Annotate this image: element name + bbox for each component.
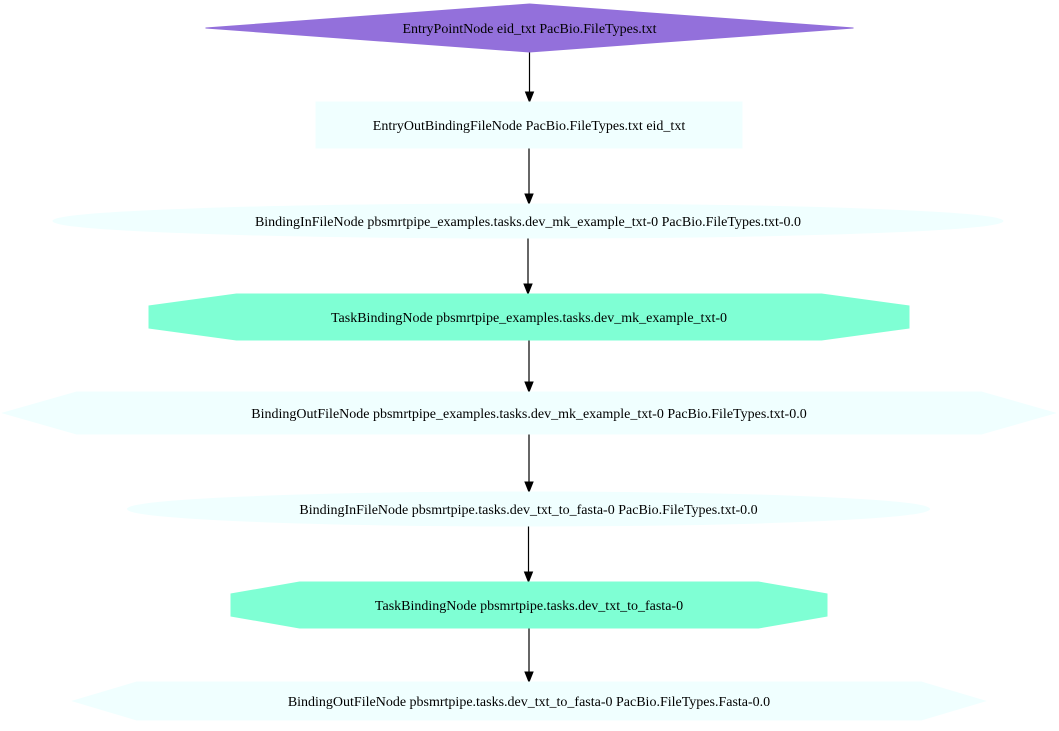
arrowhead bbox=[523, 283, 533, 296]
edge-task-binding-1-to-binding-out-1 bbox=[524, 340, 534, 394]
edge-entry-point-to-entry-out-binding bbox=[524, 52, 535, 104]
diamond-shape bbox=[205, 3, 854, 53]
node-label: TaskBindingNode pbsmrtpipe.tasks.dev_txt… bbox=[375, 599, 683, 614]
nodes-layer: EntryPointNode eid_txt PacBio.FileTypes.… bbox=[1, 3, 1057, 721]
edge-binding-in-1-to-task-binding-1 bbox=[523, 238, 533, 296]
node-label: EntryOutBindingFileNode PacBio.FileTypes… bbox=[373, 119, 686, 134]
edge-task-binding-2-to-binding-out-2 bbox=[524, 628, 534, 684]
hexagon-shape bbox=[1, 391, 1057, 435]
octagon-shape bbox=[230, 581, 828, 629]
node-entry-out-binding: EntryOutBindingFileNode PacBio.FileTypes… bbox=[315, 101, 743, 149]
ellipse-shape bbox=[127, 491, 930, 527]
rect-shape bbox=[315, 101, 743, 149]
arrowhead bbox=[524, 91, 535, 104]
node-task-binding-1: TaskBindingNode pbsmrtpipe_examples.task… bbox=[148, 293, 910, 341]
node-label: BindingInFileNode pbsmrtpipe_examples.ta… bbox=[255, 215, 801, 230]
node-label: BindingInFileNode pbsmrtpipe.tasks.dev_t… bbox=[299, 503, 757, 518]
hexagon-shape bbox=[71, 681, 987, 721]
node-binding-in-2: BindingInFileNode pbsmrtpipe.tasks.dev_t… bbox=[127, 491, 930, 527]
edge-binding-out-1-to-binding-in-2 bbox=[524, 434, 534, 494]
arrowhead bbox=[524, 381, 534, 394]
arrowhead bbox=[524, 193, 534, 206]
node-binding-out-2: BindingOutFileNode pbsmrtpipe.tasks.dev_… bbox=[71, 681, 987, 721]
edge-entry-out-binding-to-binding-in-1 bbox=[524, 148, 534, 206]
node-task-binding-2: TaskBindingNode pbsmrtpipe.tasks.dev_txt… bbox=[230, 581, 828, 629]
ellipse-shape bbox=[52, 203, 1004, 239]
arrowhead bbox=[523, 571, 534, 584]
node-label: EntryPointNode eid_txt PacBio.FileTypes.… bbox=[402, 22, 656, 37]
node-entry-point: EntryPointNode eid_txt PacBio.FileTypes.… bbox=[205, 3, 854, 53]
node-binding-in-1: BindingInFileNode pbsmrtpipe_examples.ta… bbox=[52, 203, 1004, 239]
edges-layer bbox=[523, 52, 535, 684]
node-label: BindingOutFileNode pbsmrtpipe_examples.t… bbox=[251, 407, 806, 422]
edge-binding-in-2-to-task-binding-2 bbox=[523, 526, 534, 584]
node-binding-out-1: BindingOutFileNode pbsmrtpipe_examples.t… bbox=[1, 391, 1057, 435]
arrowhead bbox=[524, 671, 534, 684]
arrowhead bbox=[524, 481, 534, 494]
node-label: BindingOutFileNode pbsmrtpipe.tasks.dev_… bbox=[288, 695, 770, 710]
node-label: TaskBindingNode pbsmrtpipe_examples.task… bbox=[331, 311, 727, 326]
octagon-shape bbox=[148, 293, 910, 341]
